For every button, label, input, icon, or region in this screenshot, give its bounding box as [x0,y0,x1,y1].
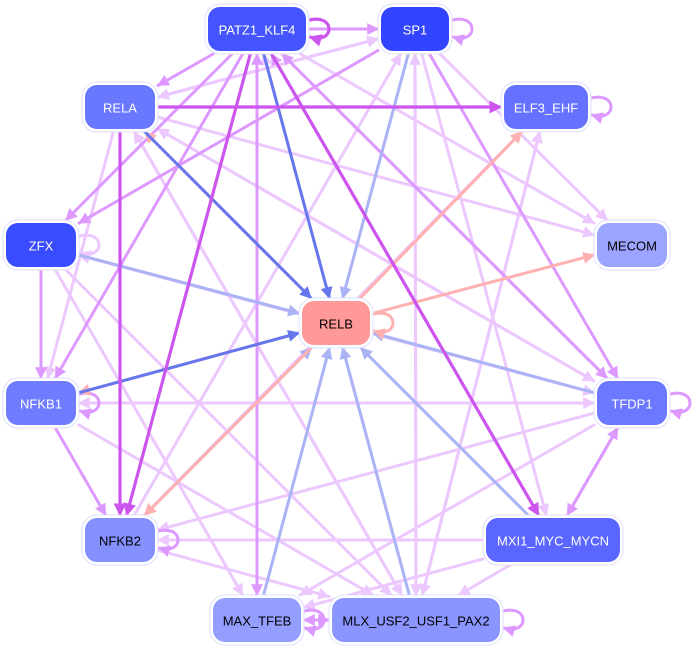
edge-nfkb1-to-nfkb2 [53,426,108,517]
edge-mlx_usf2_usf1_pax2-to-mlx_usf2_usf1_pax2 [498,608,525,637]
node-rela[interactable]: RELA [81,81,159,133]
node-zfx[interactable]: ZFX [2,219,80,271]
node-box [332,598,500,642]
node-box [85,518,155,562]
node-label: MLX_USF2_USF1_PAX2 [342,614,489,629]
node-nfkb1[interactable]: NFKB1 [2,377,80,429]
edge-patz1_klf4-to-nfkb2 [123,52,252,517]
node-box [208,7,306,51]
edge-nfkb1-to-relb [77,330,301,395]
edge-patz1_klf4-to-patz1_klf4 [304,17,331,47]
edge-nfkb2-to-sp1 [132,52,403,517]
node-max-tfeb[interactable]: MAX_TFEB [209,594,305,646]
node-box [597,223,667,267]
edge-sp1-to-relb [339,52,410,300]
node-nfkb2[interactable]: NFKB2 [81,514,159,566]
node-label: PATZ1_KLF4 [219,23,296,38]
edge-tfdp1-to-tfdp1 [665,391,692,420]
node-label: ELF3_EHF [514,101,578,116]
node-label: NFKB2 [99,534,141,549]
node-relb[interactable]: RELB [298,297,374,349]
node-label: TFDP1 [611,397,652,412]
node-label: ZFX [29,239,54,254]
node-box [597,381,667,425]
edge-rela-to-relb [143,130,313,300]
edge-patz1_klf4-to-mecom [298,52,596,225]
edge-relb-to-elf3_ehf [358,130,524,300]
edge-sp1-to-sp1 [447,17,474,46]
edge-mlx_usf2_usf1_pax2-to-relb [339,346,411,597]
edge-relb-to-nfkb2 [143,346,313,517]
node-box [302,301,370,345]
edge-patz1_klf4-to-rela [156,52,215,87]
node-label: MXI1_MYC_MYCN [497,534,609,549]
node-label: MECOM [607,239,657,254]
node-sp1[interactable]: SP1 [377,3,453,55]
edge-nfkb2-to-nfkb2 [153,528,180,557]
node-tfdp1[interactable]: TFDP1 [593,377,671,429]
edge-sp1-to-mecom [438,52,609,222]
edge-tfdp1-to-rela [156,127,596,383]
edge-nfkb2-to-mlx_usf2_usf1_pax2 [156,548,331,600]
node-box [381,7,449,51]
edge-elf3_ehf-to-elf3_ehf [586,95,613,124]
node-mecom[interactable]: MECOM [593,219,671,271]
node-box [504,85,588,129]
edge-patz1_klf4-to-relb [262,52,333,300]
edge-mxi1_myc_mycn-to-tfdp1 [565,426,620,517]
edge-mxi1_myc_mycn-to-mlx_usf2_usf1_pax2 [457,563,512,597]
node-mlx-usf2-usf1-pax2[interactable]: MLX_USF2_USF1_PAX2 [328,594,504,646]
node-mxi1-myc-mycn[interactable]: MXI1_MYC_MYCN [482,514,624,566]
node-patz1-klf4[interactable]: PATZ1_KLF4 [204,3,310,55]
node-box [85,85,155,129]
edge-relb-to-mecom [371,251,596,315]
node-label: RELB [319,317,353,332]
edge-tfdp1-to-max_tfeb [298,423,596,597]
edge-mlx_usf2_usf1_pax2-to-sp1 [409,52,422,597]
edge-patz1_klf4-to-mxi1_myc_mycn [269,52,541,517]
node-label: SP1 [403,23,428,38]
node-label: RELA [103,101,137,116]
node-box [6,223,76,267]
node-elf3-ehf[interactable]: ELF3_EHF [500,81,592,133]
node-label: NFKB1 [20,397,62,412]
edge-max_tfeb-to-relb [262,346,333,597]
node-box [486,518,620,562]
edge-mxi1_myc_mycn-to-relb [359,346,530,517]
node-box [213,598,301,642]
node-box [6,381,76,425]
edge-mlx_usf2_usf1_pax2-to-rela [132,130,404,597]
edge-tfdp1-to-relb [371,330,596,395]
edge-nfkb1-to-mlx_usf2_usf1_pax2 [77,423,375,597]
node-label: MAX_TFEB [223,614,292,629]
